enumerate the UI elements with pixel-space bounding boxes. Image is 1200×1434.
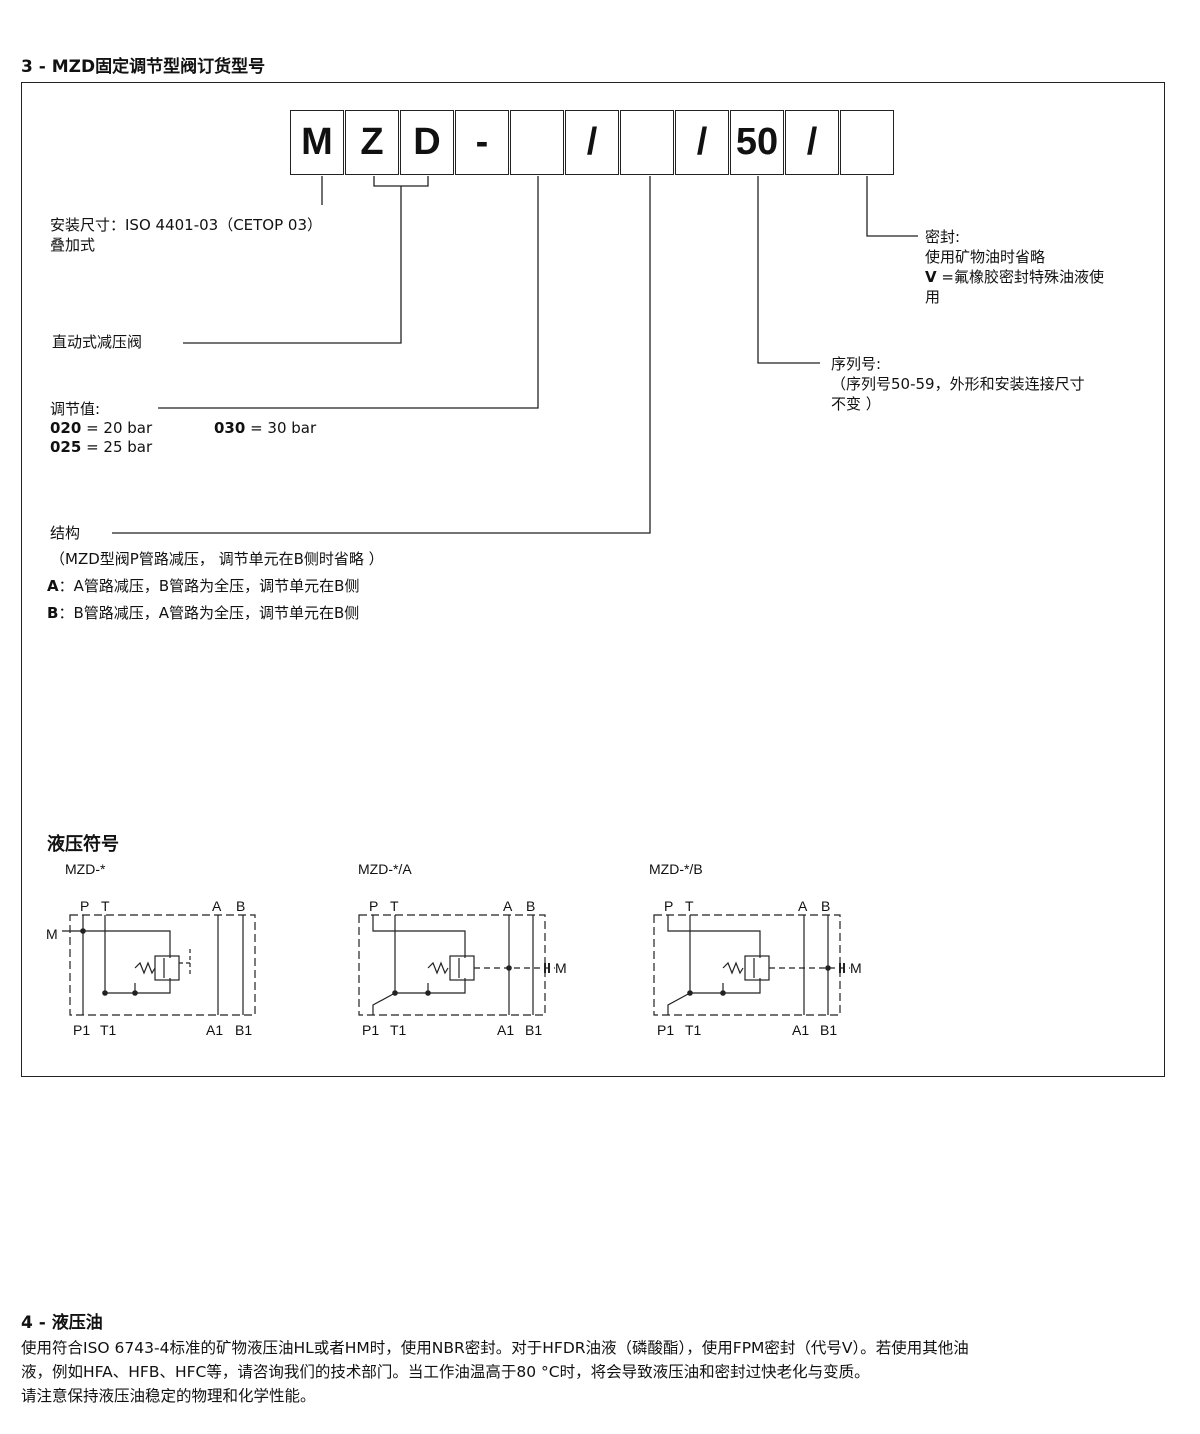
structure-title: 结构 <box>50 524 81 542</box>
port-label: B1 <box>525 1022 543 1038</box>
setting-025: 025 = 25 bar <box>50 437 152 457</box>
structure-code: B <box>47 604 59 622</box>
symbols-title: 液压符号 <box>47 834 119 855</box>
setting-title: 调节值: <box>50 400 101 418</box>
port-label: A1 <box>206 1022 224 1038</box>
valve-type-label: 直动式减压阀 <box>52 333 143 351</box>
ordering-code-frame <box>21 82 1165 1077</box>
serial-title: 序列号: <box>831 355 882 373</box>
gauge-port-label: M <box>850 960 862 976</box>
mounting-label: 安装尺寸：ISO 4401-03（CETOP 03） <box>50 216 323 234</box>
structure-note: （MZD型阀P管路减压， 调节单元在B侧时省略 ） <box>50 550 384 568</box>
port-label: P <box>369 898 379 914</box>
port-label: T1 <box>100 1022 117 1038</box>
setting-code: 020 <box>50 419 82 437</box>
seal-line-3: 用 <box>925 288 941 306</box>
port-label: T <box>101 898 110 914</box>
structure-text: ：A管路减压，B管路为全压，调节单元在B侧 <box>58 577 360 595</box>
port-label: T <box>685 898 694 914</box>
symbol-mzd-a: P T A B P1 T1 A1 B1 M <box>335 893 585 1043</box>
symbol-mzd: P T A B P1 T1 A1 B1 M <box>40 893 270 1043</box>
section-4-title: 4 - 液压油 <box>21 1313 103 1333</box>
setting-code: 025 <box>50 438 82 456</box>
code-cell: D <box>400 110 454 175</box>
structure-b: B：B管路减压，A管路为全压，调节单元在B侧 <box>47 603 359 623</box>
code-cell: / <box>675 110 729 175</box>
code-cell: 50 <box>730 110 784 175</box>
structure-a: A：A管路减压，B管路为全压，调节单元在B侧 <box>47 576 359 596</box>
port-label: A <box>503 898 513 914</box>
diagram-label: MZD-*/B <box>649 861 703 877</box>
port-label: P1 <box>657 1022 675 1038</box>
diagram-label: MZD-*/A <box>358 861 412 877</box>
code-cell <box>620 110 674 175</box>
code-cell: M <box>290 110 344 175</box>
port-label: B <box>526 898 536 914</box>
port-label: B1 <box>235 1022 253 1038</box>
port-label: P1 <box>362 1022 380 1038</box>
setting-020: 020 = 20 bar <box>50 418 152 438</box>
paragraph-line: 使用符合ISO 6743-4标准的矿物液压油HL或者HM时，使用NBR密封。对于… <box>21 1339 969 1357</box>
ordering-code-cells: M Z D - / / 50 / <box>290 110 895 175</box>
port-label: A <box>798 898 808 914</box>
setting-030: 030 = 30 bar <box>214 418 316 438</box>
seal-line-1: 使用矿物油时省略 <box>925 248 1046 266</box>
leader-lines <box>112 176 918 534</box>
port-label: B <box>821 898 831 914</box>
code-cell <box>510 110 564 175</box>
symbol-mzd-b: P T A B P1 T1 A1 B1 M <box>630 893 880 1043</box>
port-label: T1 <box>685 1022 702 1038</box>
hydraulic-symbol-drawing <box>358 914 555 1016</box>
port-label: P <box>664 898 674 914</box>
structure-text: ：B管路减压，A管路为全压，调节单元在B侧 <box>58 604 360 622</box>
paragraph-line: 请注意保持液压油稳定的物理和化学性能。 <box>21 1387 316 1405</box>
seal-text: =氟橡胶密封特殊油液使 <box>936 268 1104 286</box>
diagram-label: MZD-* <box>65 861 106 877</box>
serial-line-2: 不变 ） <box>831 395 881 413</box>
structure-code: A <box>47 577 59 595</box>
seal-title: 密封: <box>925 228 961 246</box>
serial-line-1: （序列号50-59，外形和安装连接尺寸 <box>831 375 1085 393</box>
port-label: P1 <box>73 1022 91 1038</box>
paragraph-line: 液，例如HFA、HFB、HFC等，请咨询我们的技术部门。当工作油温高于80 °C… <box>21 1363 870 1381</box>
seal-code: V <box>925 268 937 286</box>
port-label: A1 <box>792 1022 810 1038</box>
setting-value: = 30 bar <box>245 419 317 437</box>
setting-code: 030 <box>214 419 246 437</box>
code-cell: Z <box>345 110 399 175</box>
setting-value: = 20 bar <box>81 419 153 437</box>
section-3-title: 3 - MZD固定调节型阀订货型号 <box>21 57 266 77</box>
gauge-port-label: M <box>46 926 58 942</box>
port-label: B1 <box>820 1022 838 1038</box>
port-label: T1 <box>390 1022 407 1038</box>
code-cell: / <box>565 110 619 175</box>
seal-line-2: V =氟橡胶密封特殊油液使 <box>925 267 1104 287</box>
setting-value: = 25 bar <box>81 438 153 456</box>
port-label: B <box>236 898 246 914</box>
mounting-type-label: 叠加式 <box>50 236 96 254</box>
port-label: A <box>212 898 222 914</box>
gauge-port-label: M <box>555 960 567 976</box>
code-cell <box>840 110 894 175</box>
port-label: A1 <box>497 1022 515 1038</box>
port-label: T <box>390 898 399 914</box>
hydraulic-symbol-drawing <box>653 914 850 1016</box>
code-cell: / <box>785 110 839 175</box>
code-cell: - <box>455 110 509 175</box>
hydraulic-symbol-drawing <box>62 914 256 1016</box>
port-label: P <box>80 898 90 914</box>
